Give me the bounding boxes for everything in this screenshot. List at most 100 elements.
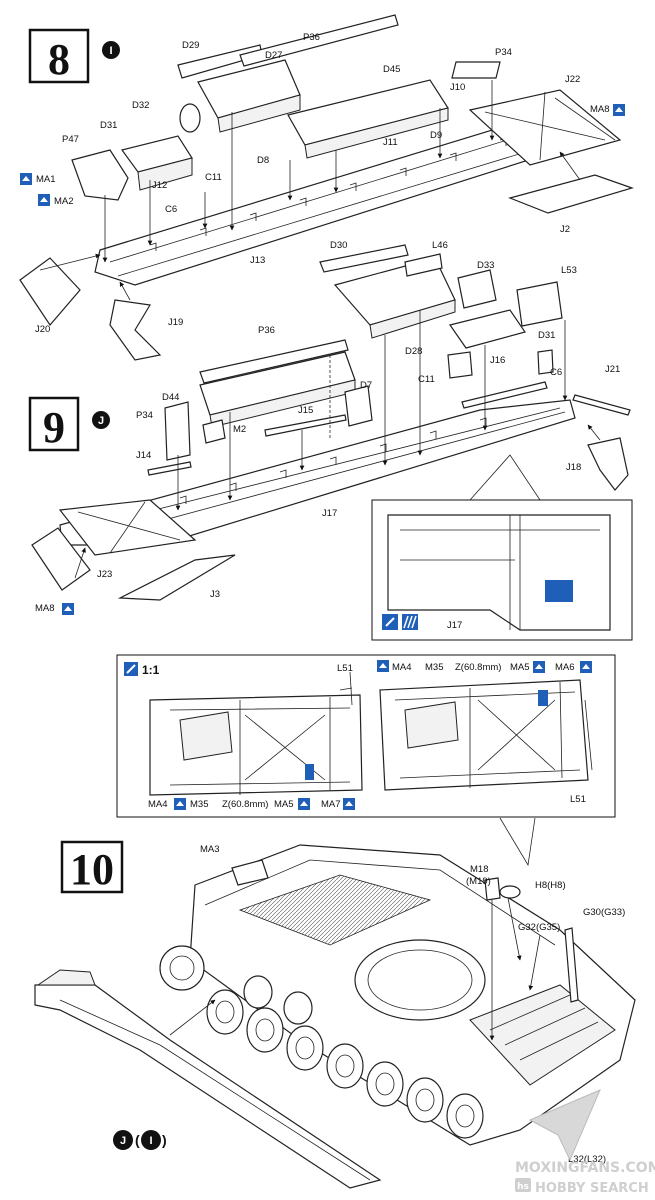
- bracket-p47: [71, 149, 129, 201]
- label-p34-b: P34: [136, 410, 153, 421]
- label-scale: 1:1: [142, 663, 160, 677]
- label-j17-b: J17: [447, 620, 462, 631]
- label-j22: J22: [565, 74, 580, 85]
- label-l51-a: L51: [337, 663, 353, 674]
- label-c11-b: C11: [418, 374, 435, 385]
- part-h8: [499, 885, 521, 899]
- detached-side-rail: [34, 984, 382, 1189]
- label-j18: J18: [566, 462, 581, 473]
- plate-j3: [117, 554, 236, 601]
- step-10: 10: [34, 840, 636, 1189]
- bar-j16: [461, 381, 548, 409]
- label-m35-b: M35: [425, 662, 443, 673]
- watermark-line1: MOXINGFANS.COM: [515, 1160, 655, 1176]
- label-p34: P34: [495, 47, 512, 58]
- label-j20: J20: [35, 324, 50, 335]
- part-l46: [404, 253, 443, 277]
- road-wheels: [206, 975, 484, 1139]
- watermark: MOXINGFANS.COM hs HOBBY SEARCH: [515, 1089, 655, 1196]
- label-ma5-a: MA5: [274, 799, 294, 810]
- step-10-paren-close: ): [162, 1132, 167, 1148]
- plate-j22: [468, 89, 622, 166]
- label-l53: L53: [561, 265, 577, 276]
- part-c6-b: [537, 349, 554, 375]
- label-j17-a: J17: [322, 508, 337, 519]
- lid-d30: [319, 244, 409, 273]
- label-d30: D30: [330, 240, 347, 251]
- label-g32: G32(G35): [518, 922, 560, 933]
- watermark-hs-text: hs: [517, 1182, 529, 1192]
- step-10-number: 10: [70, 845, 114, 894]
- label-j11: J11: [383, 137, 398, 148]
- strip-p36-b: [199, 339, 349, 384]
- bracket-j18: [587, 437, 629, 491]
- label-d31-b: D31: [538, 330, 555, 341]
- label-ma8-b: MA8: [35, 603, 55, 614]
- label-d32: D32: [132, 100, 149, 111]
- label-l46: L46: [432, 240, 448, 251]
- strip-p36: [239, 14, 399, 67]
- antenna-g30: [564, 927, 579, 1003]
- part-ma3: [231, 859, 269, 886]
- label-j21: J21: [605, 364, 620, 375]
- engine-deck-grille: [238, 874, 432, 946]
- step-10-sprue-letter-i: I: [149, 1135, 152, 1147]
- label-ma3: MA3: [200, 844, 220, 855]
- panel-p34-b: [164, 401, 191, 461]
- label-m2: M2: [233, 424, 246, 435]
- detail-left-blue-clip: [305, 764, 314, 780]
- label-p47: P47: [62, 134, 79, 145]
- callout-blue-zone: [545, 580, 573, 602]
- label-j14: J14: [136, 450, 151, 461]
- cylinder-d32: [179, 103, 201, 133]
- watermark-line2: HOBBY SEARCH: [535, 1181, 649, 1196]
- label-ma5-b: MA5: [510, 662, 530, 673]
- label-l51-b: L51: [570, 794, 586, 805]
- label-ma4-a: MA4: [148, 799, 168, 810]
- label-p36: P36: [303, 32, 320, 43]
- box-d31-b: [449, 309, 526, 349]
- step-8-number: 8: [48, 35, 70, 84]
- label-ma8: MA8: [590, 104, 610, 115]
- label-j2: J2: [560, 224, 570, 235]
- label-ma6: MA6: [555, 662, 575, 673]
- label-d33: D33: [477, 260, 494, 271]
- step-10-paren-open: (: [135, 1132, 140, 1148]
- box-l53: [516, 281, 563, 327]
- label-ma2: MA2: [54, 196, 74, 207]
- label-ma1: MA1: [36, 174, 56, 185]
- turret-ring: [354, 939, 486, 1021]
- step-10-sprue-badge-j: [113, 1130, 133, 1150]
- drive-sprocket: [159, 945, 205, 991]
- step-9-sprue-letter: J: [98, 415, 104, 427]
- label-p36-b: P36: [258, 325, 275, 336]
- step-10-sprue-badge-i: [141, 1130, 161, 1150]
- plate-j20: [19, 257, 81, 326]
- label-ma4-b: MA4: [392, 662, 412, 673]
- label-j16: J16: [490, 355, 505, 366]
- label-d8: D8: [257, 155, 269, 166]
- detail-pointer: [499, 817, 536, 867]
- step-10-sprue-letter-j: J: [120, 1135, 126, 1147]
- part-d33: [457, 269, 497, 309]
- label-d28: D28: [405, 346, 422, 357]
- callout-pointer: [469, 454, 541, 501]
- label-ma7: MA7: [321, 799, 341, 810]
- step-9-number: 9: [43, 403, 65, 452]
- step-9-sprue-badge: [92, 411, 110, 429]
- label-j13: J13: [250, 255, 265, 266]
- label-j12: J12: [152, 180, 167, 191]
- label-m18: M18: [470, 864, 488, 875]
- bar-j14: [147, 461, 192, 476]
- label-d7: D7: [360, 380, 372, 391]
- panel-p34: [451, 61, 501, 79]
- label-d9: D9: [430, 130, 442, 141]
- label-j3: J3: [210, 589, 220, 600]
- watermark-hs-mark: [515, 1178, 531, 1192]
- step-8-sprue-letter: I: [109, 45, 112, 57]
- step-8-sprue-badge: [102, 41, 120, 59]
- label-m19: (M19): [466, 876, 491, 887]
- step-8-number-box: [28, 28, 90, 84]
- step-8: 8 I: [19, 14, 634, 361]
